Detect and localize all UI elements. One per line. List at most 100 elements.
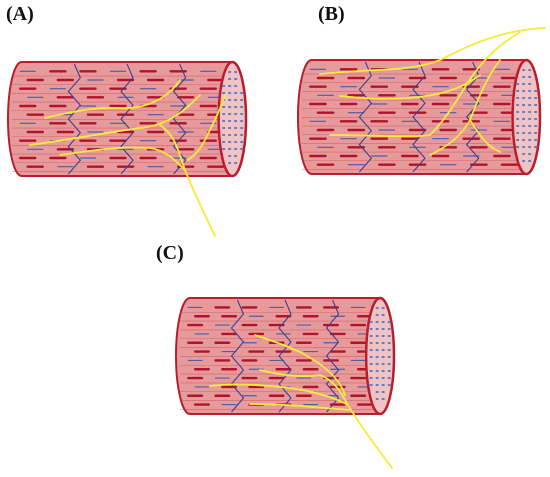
end-face-dot (375, 348, 379, 352)
cell-border (325, 299, 340, 413)
end-face-dot (387, 334, 391, 338)
end-face-dot (234, 154, 238, 158)
end-face-dot (234, 77, 238, 81)
end-face-dot (369, 383, 373, 387)
end-face-dot (228, 147, 232, 151)
cell-borders (230, 299, 340, 413)
end-face-dot (240, 98, 244, 102)
nerve-fiber (44, 79, 181, 119)
end-face-dot (387, 320, 391, 324)
end-face-dot (528, 159, 532, 163)
end-face-dot (234, 105, 238, 109)
end-face-dot (522, 117, 526, 121)
end-face-dot (381, 320, 385, 324)
end-face-dot (369, 355, 373, 359)
end-face-dot (234, 126, 238, 130)
cell-border (358, 61, 373, 173)
panel-label-a: (A) (6, 3, 34, 25)
end-face-dot (528, 82, 532, 86)
end-face-dot (381, 390, 385, 394)
end-face-dot (222, 133, 226, 137)
end-face-dot (534, 145, 538, 149)
end-face-dot (381, 355, 385, 359)
end-face-dot (228, 161, 232, 165)
end-face-dot (522, 131, 526, 135)
end-face-dot (375, 355, 379, 359)
end-face-dots (222, 70, 244, 165)
end-face-dot (228, 70, 232, 74)
end-face-dot (369, 334, 373, 338)
end-face-dot (381, 306, 385, 310)
end-face-dot (534, 89, 538, 93)
end-face-dot (234, 98, 238, 102)
end-face-dot (375, 320, 379, 324)
end-face-dot (375, 306, 379, 310)
end-face-dot (228, 77, 232, 81)
nerve-fiber (329, 31, 521, 138)
end-face-dot (516, 131, 520, 135)
end-face-dot (369, 362, 373, 366)
end-face-dot (234, 140, 238, 144)
end-face-dot (375, 327, 379, 331)
end-face-dot (381, 327, 385, 331)
end-face-dots (369, 306, 391, 401)
end-face-dot (240, 133, 244, 137)
end-face-dot (228, 112, 232, 116)
end-face-dot (528, 89, 532, 93)
end-face-dot (375, 369, 379, 373)
end-face-dot (222, 91, 226, 95)
end-face-dot (528, 138, 532, 142)
cell-border (120, 63, 134, 175)
nerve-fiber (339, 74, 481, 100)
end-face-dot (516, 89, 520, 93)
end-face-dot (234, 133, 238, 137)
end-face-dot (369, 320, 373, 324)
end-face-dot (516, 96, 520, 100)
nerve-fiber (187, 94, 226, 161)
end-face-dot (528, 103, 532, 107)
cell-border (230, 299, 245, 413)
end-face-dot (375, 341, 379, 345)
nerve-fiber (249, 403, 351, 411)
end-face-dot (369, 327, 373, 331)
fiber-end-face (511, 58, 542, 176)
end-face-dot (240, 105, 244, 109)
end-face-dot (522, 145, 526, 149)
nerve-fiber (259, 369, 321, 378)
panel-label-c: (C) (156, 242, 184, 264)
nerve-fibers (319, 27, 546, 156)
end-face-dot (381, 313, 385, 317)
end-face-dot (522, 96, 526, 100)
end-face-dot (522, 138, 526, 142)
end-face-dot (234, 84, 238, 88)
end-face-dot (528, 152, 532, 156)
end-face-dot (516, 145, 520, 149)
end-face-dot (534, 117, 538, 121)
end-face-dot (516, 103, 520, 107)
end-face-dot (534, 131, 538, 135)
end-face-dot (528, 124, 532, 128)
end-face-dot (516, 138, 520, 142)
end-face-dot (228, 126, 232, 130)
end-face-dot (222, 119, 226, 123)
end-face-dot (522, 124, 526, 128)
end-face-dot (228, 119, 232, 123)
end-face-dot (375, 313, 379, 317)
end-face-dot (522, 110, 526, 114)
end-face-dot (375, 362, 379, 366)
end-face-dot (381, 383, 385, 387)
cell-border (278, 299, 292, 413)
end-face-dot (516, 82, 520, 86)
nerve-fiber (469, 119, 501, 153)
end-face-dot (534, 96, 538, 100)
end-face-dot (534, 124, 538, 128)
end-face-dot (234, 119, 238, 123)
end-face-dot (222, 126, 226, 130)
end-face-dot (522, 82, 526, 86)
fiber-end-face (217, 60, 248, 178)
end-face-dot (534, 103, 538, 107)
nerve-fiber (254, 334, 346, 396)
end-face-dot (222, 112, 226, 116)
end-face-dot (240, 119, 244, 123)
